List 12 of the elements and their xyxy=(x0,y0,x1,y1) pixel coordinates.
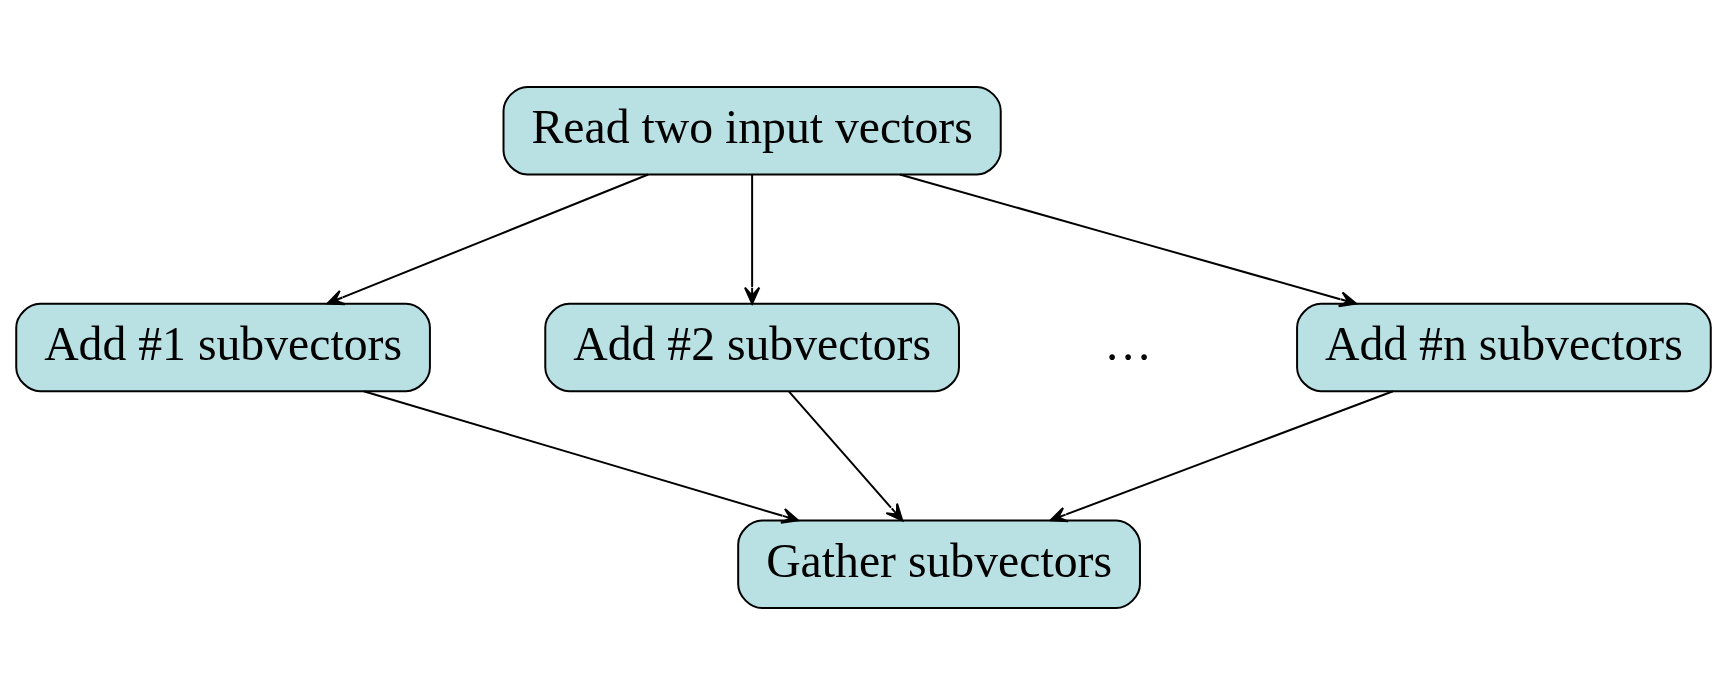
node-box: Add #1 subvectors xyxy=(15,302,431,393)
arrow xyxy=(898,173,1357,308)
node-box: Gather subvectors xyxy=(737,519,1141,610)
label: … xyxy=(1104,316,1152,370)
arrow xyxy=(326,173,650,306)
arrow xyxy=(1049,390,1394,523)
arrow xyxy=(743,173,761,305)
node-box: Read two input vectors xyxy=(502,85,1002,176)
arrow xyxy=(362,390,800,524)
node-box: Add #2 subvectors xyxy=(544,302,960,393)
node-box: Add #n subvectors xyxy=(1296,302,1712,393)
arrow xyxy=(788,390,904,522)
